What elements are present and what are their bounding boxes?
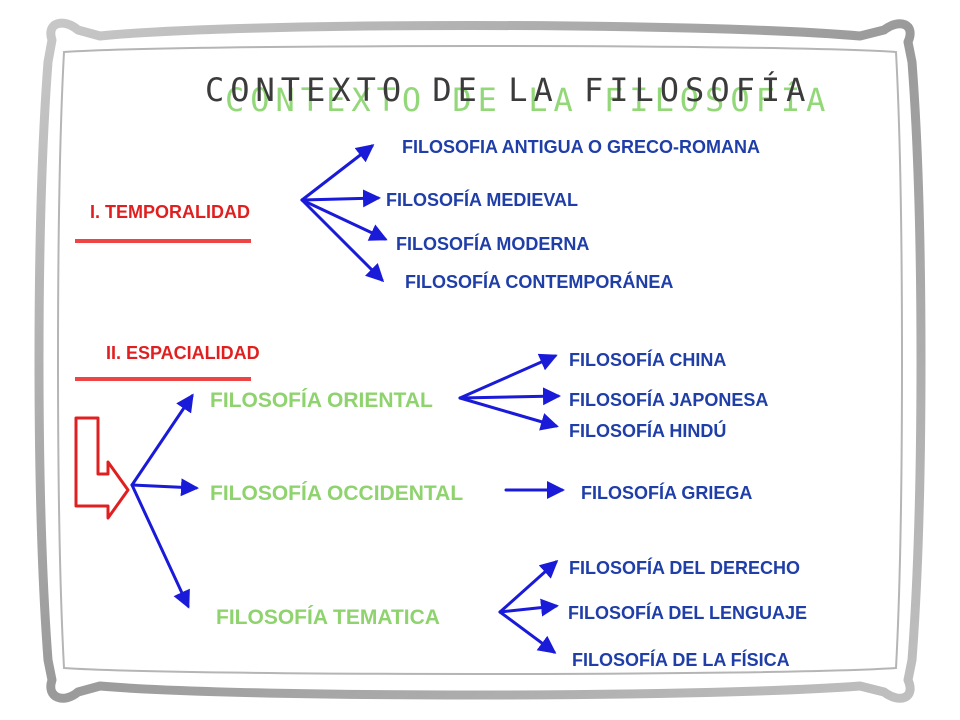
arrow-hindu xyxy=(458,396,559,431)
arrow-antigua xyxy=(300,144,375,202)
heading-espacialidad: II. ESPACIALIDAD xyxy=(106,343,260,363)
arrow-medieval xyxy=(300,189,381,208)
l-shaped-arrow-icon xyxy=(74,416,130,520)
page-title: CONTEXTO DE LA FILOSOFÍA xyxy=(205,71,812,109)
arrow-china xyxy=(458,353,558,400)
item-japonesa: FILOSOFÍA JAPONESA xyxy=(569,390,769,410)
title-shadow: CONTEXTO DE LA FILOSOFÍA xyxy=(225,81,832,119)
item-griega: FILOSOFÍA GRIEGA xyxy=(581,483,753,503)
item-medieval: FILOSOFÍA MEDIEVAL xyxy=(386,190,578,210)
item-moderna: FILOSOFÍA MODERNA xyxy=(396,234,590,254)
arrow-fisica xyxy=(498,610,557,654)
item-china: FILOSOFÍA CHINA xyxy=(569,350,727,370)
branch-tematica: FILOSOFÍA TEMATICA xyxy=(216,606,440,629)
underline-espacialidad xyxy=(75,377,251,381)
item-derecho: FILOSOFÍA DEL DERECHO xyxy=(569,558,801,578)
arrow-contemporanea xyxy=(300,198,385,283)
arrow-oriental xyxy=(130,393,194,487)
arrow-occidental xyxy=(130,478,199,497)
arrow-tematica xyxy=(130,483,190,609)
arrow-moderna xyxy=(300,198,388,241)
branch-occidental: FILOSOFÍA OCCIDENTAL xyxy=(210,482,464,505)
item-antigua: FILOSOFIA ANTIGUA O GRECO-ROMANA xyxy=(402,137,760,157)
branch-oriental: FILOSOFÍA ORIENTAL xyxy=(210,389,433,412)
item-hindu: FILOSOFÍA HINDÚ xyxy=(569,421,727,441)
arrow-lenguaje xyxy=(498,598,559,617)
arrow-derecho xyxy=(498,560,559,614)
item-contemporanea: FILOSOFÍA CONTEMPORÁNEA xyxy=(405,272,674,292)
underline-temporalidad xyxy=(75,239,251,243)
item-lenguaje: FILOSOFÍA DEL LENGUAJE xyxy=(568,603,808,623)
heading-temporalidad: I. TEMPORALIDAD xyxy=(90,202,250,222)
title-block: CONTEXTO DE LA FILOSOFÍA CONTEXTO DE LA … xyxy=(205,66,825,126)
arrow-japonesa xyxy=(458,387,561,406)
item-fisica: FILOSOFÍA DE LA FÍSICA xyxy=(572,650,790,670)
